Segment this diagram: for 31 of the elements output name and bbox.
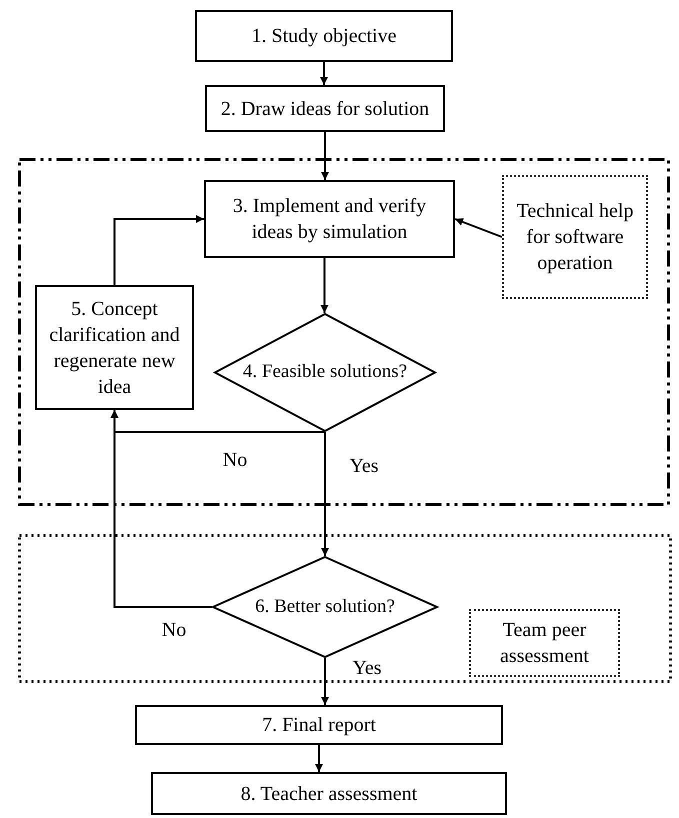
arrow [454, 218, 502, 238]
process-box [195, 10, 453, 62]
node-label: 1. Study objective [250, 24, 398, 49]
node-label: 6. Better solution? [254, 594, 396, 619]
arrow [321, 132, 329, 180]
arrow [315, 745, 323, 772]
arrow [320, 62, 328, 85]
process-box [151, 772, 507, 815]
decision-diamond [212, 556, 438, 658]
arrow [110, 410, 212, 608]
node-label: 7. Final report [261, 713, 377, 738]
node-label: 5. Concept clarification and regenerate new idea [48, 296, 181, 400]
process-box [205, 85, 445, 132]
node-label: Team peer assessment [499, 618, 590, 669]
arrow [320, 258, 328, 313]
note-box [469, 609, 620, 677]
node-label: 4. Feasible solutions? [242, 360, 408, 384]
note-box [502, 175, 648, 299]
process-box [135, 705, 503, 745]
arrow [321, 658, 329, 705]
node-label: 8. Teacher assessment [240, 782, 418, 806]
process-box [204, 180, 455, 258]
group-frame [18, 158, 670, 506]
decision-diamond [214, 313, 436, 432]
arrow [321, 432, 329, 556]
arrow [114, 215, 204, 285]
group-frame [18, 534, 672, 683]
process-box [35, 285, 194, 410]
node-label: 2. Draw ideas for solution [220, 96, 430, 122]
node-label: 3. Implement and verify ideas by simulation [232, 194, 428, 245]
node-label: Technical help for software operation [516, 199, 634, 276]
